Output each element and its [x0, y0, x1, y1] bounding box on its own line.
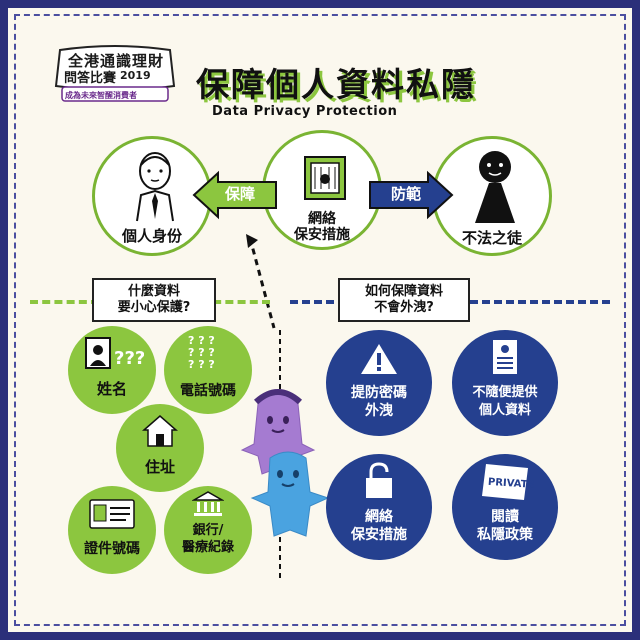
hooded-figure-icon	[475, 151, 515, 223]
badge-line2: 問答比賽	[64, 71, 117, 86]
phone-circle: ? ? ? ? ? ? ? ? ? 電話號碼	[164, 326, 252, 414]
badge-line1: 全港通識理財	[68, 52, 165, 70]
badge-background	[54, 45, 176, 102]
padlock-icon	[366, 462, 392, 498]
name-label: 姓名	[96, 380, 127, 398]
svg-text:???: ???	[114, 348, 144, 369]
password-leak-circle: 提防密碼 外洩	[326, 330, 432, 436]
dashed-vertical-line	[279, 330, 281, 580]
id-number-label: 證件號碼	[84, 541, 140, 557]
server-security-icon	[304, 156, 346, 200]
protect-arrow	[192, 170, 277, 220]
id-number-circle: 證件號碼	[68, 486, 156, 574]
house-icon	[142, 415, 178, 447]
protect-arrow-label: 保障	[224, 185, 255, 203]
left-section-heading: 什麼資料 要小心保護?	[92, 278, 216, 322]
private-word: PRIVATE	[488, 477, 534, 491]
bank-medical-label: 銀行/ 醫療紀錄	[181, 523, 234, 555]
svg-text:? ? ?: ? ? ?	[188, 346, 215, 359]
page-subtitle: Data Privacy Protection	[212, 104, 398, 119]
prevent-arrow-label: 防範	[390, 185, 421, 203]
svg-text:? ? ?: ? ? ?	[188, 334, 215, 347]
prevent-arrow	[369, 170, 454, 220]
personal-data-label: 不隨便提供 個人資料	[472, 385, 538, 418]
password-leak-label: 提防密碼 外洩	[351, 385, 407, 419]
document-icon	[493, 340, 517, 374]
network-security-label: 網絡 保安措施	[294, 211, 350, 243]
phone-label: 電話號碼	[180, 383, 236, 399]
criminals-label: 不法之徒	[461, 229, 522, 247]
page-title: 保障個人資料私隱	[196, 65, 476, 104]
private-paper-icon: PRIVATE	[482, 464, 534, 500]
privacy-policy-label: 閱讀 私隱政策	[477, 509, 533, 543]
personal-data-circle: 不隨便提供 個人資料	[452, 330, 558, 436]
badge-year: 2019	[120, 69, 151, 82]
dashed-arrow-up	[246, 234, 276, 329]
network-security-circle: 網絡 保安措施	[262, 130, 382, 250]
id-card-icon	[89, 499, 135, 529]
personal-identity-label: 個人身份	[121, 227, 182, 245]
phone-digits-icon: ? ? ? ? ? ? ? ? ?	[188, 334, 215, 371]
address-circle: 住址	[116, 404, 204, 492]
warning-icon	[361, 344, 397, 374]
bank-icon	[192, 491, 224, 516]
person-question-icon: ???	[85, 337, 144, 369]
svg-text:? ? ?: ? ? ?	[188, 358, 215, 371]
address-label: 住址	[144, 458, 175, 476]
bank-medical-circle: 銀行/ 醫療紀錄	[164, 486, 252, 574]
right-section-heading: 如何保障資料 不會外洩?	[338, 278, 470, 322]
privacy-policy-circle: PRIVATE 閱讀 私隱政策	[452, 454, 558, 560]
network-security-2-label: 網絡 保安措施	[351, 509, 407, 543]
name-circle: ??? 姓名	[68, 326, 156, 414]
badge-tagline: 成為未來智醒消費者	[65, 91, 137, 100]
businessman-icon	[136, 152, 174, 222]
blue-mascot	[250, 451, 330, 537]
network-security-2-circle: 網絡 保安措施	[326, 454, 432, 560]
